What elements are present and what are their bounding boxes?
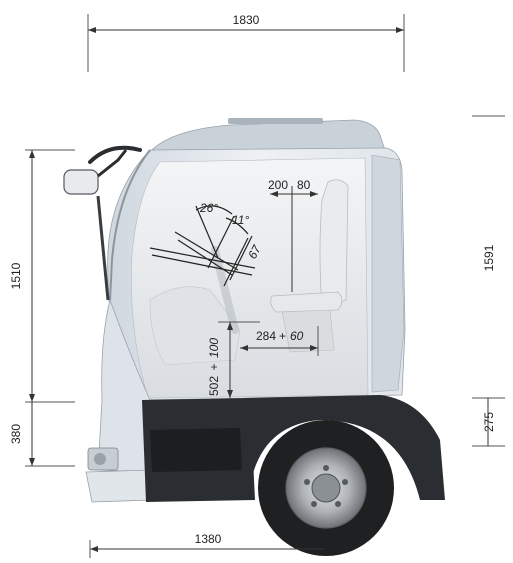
front-bumper xyxy=(85,469,153,503)
a-pillar xyxy=(109,149,151,301)
step-well xyxy=(150,428,242,472)
cab-roof xyxy=(149,119,386,153)
dim-seat-height-plus: + xyxy=(207,363,221,370)
dim-cab-height-left: 1510 xyxy=(9,262,23,289)
wheel-nuts xyxy=(304,465,348,507)
dim-seat-height-extra: 100 xyxy=(207,338,221,358)
seat-base xyxy=(281,309,335,353)
truck-cab-illustration xyxy=(63,118,445,556)
dim-seat-horizontal-extra: 80 xyxy=(297,178,311,192)
rim-hub xyxy=(311,473,341,503)
mirror-arm xyxy=(88,145,142,164)
dim-seat-depth-plus: + xyxy=(279,329,286,343)
side-mirror xyxy=(63,169,99,195)
dim-seat-depth-extra: 60 xyxy=(290,329,304,343)
cab-rear-panel xyxy=(371,154,405,393)
dim-seat-depth: 284 xyxy=(256,329,276,343)
dim-seat-height: 502 xyxy=(207,376,221,396)
dashboard xyxy=(149,286,241,366)
dim-seat-horizontal: 200 xyxy=(268,178,288,192)
dim-steering-angle-1: 26° xyxy=(199,201,218,215)
dim-cab-length: 1380 xyxy=(195,532,222,546)
seat-cushion xyxy=(270,291,343,313)
dimension-lines xyxy=(25,14,505,558)
front-badge xyxy=(94,453,106,465)
steering-adjustment-lines xyxy=(149,205,256,287)
driver-seat xyxy=(319,179,349,309)
wheel-arch xyxy=(240,395,445,500)
roof-vent xyxy=(228,118,323,124)
dim-steering-angle-2: 11° xyxy=(232,213,249,227)
mirror-arm-lower xyxy=(96,195,110,301)
dim-cab-height-right: 1591 xyxy=(482,244,496,271)
dim-floor-height-left: 380 xyxy=(9,424,23,444)
mirror-bracket xyxy=(97,149,128,178)
steering-column xyxy=(211,246,239,334)
dim-cab-width: 1830 xyxy=(233,13,260,27)
dim-seat-height-group: 502 + 100 xyxy=(207,338,221,396)
dim-floor-height-right: 275 xyxy=(482,412,496,432)
